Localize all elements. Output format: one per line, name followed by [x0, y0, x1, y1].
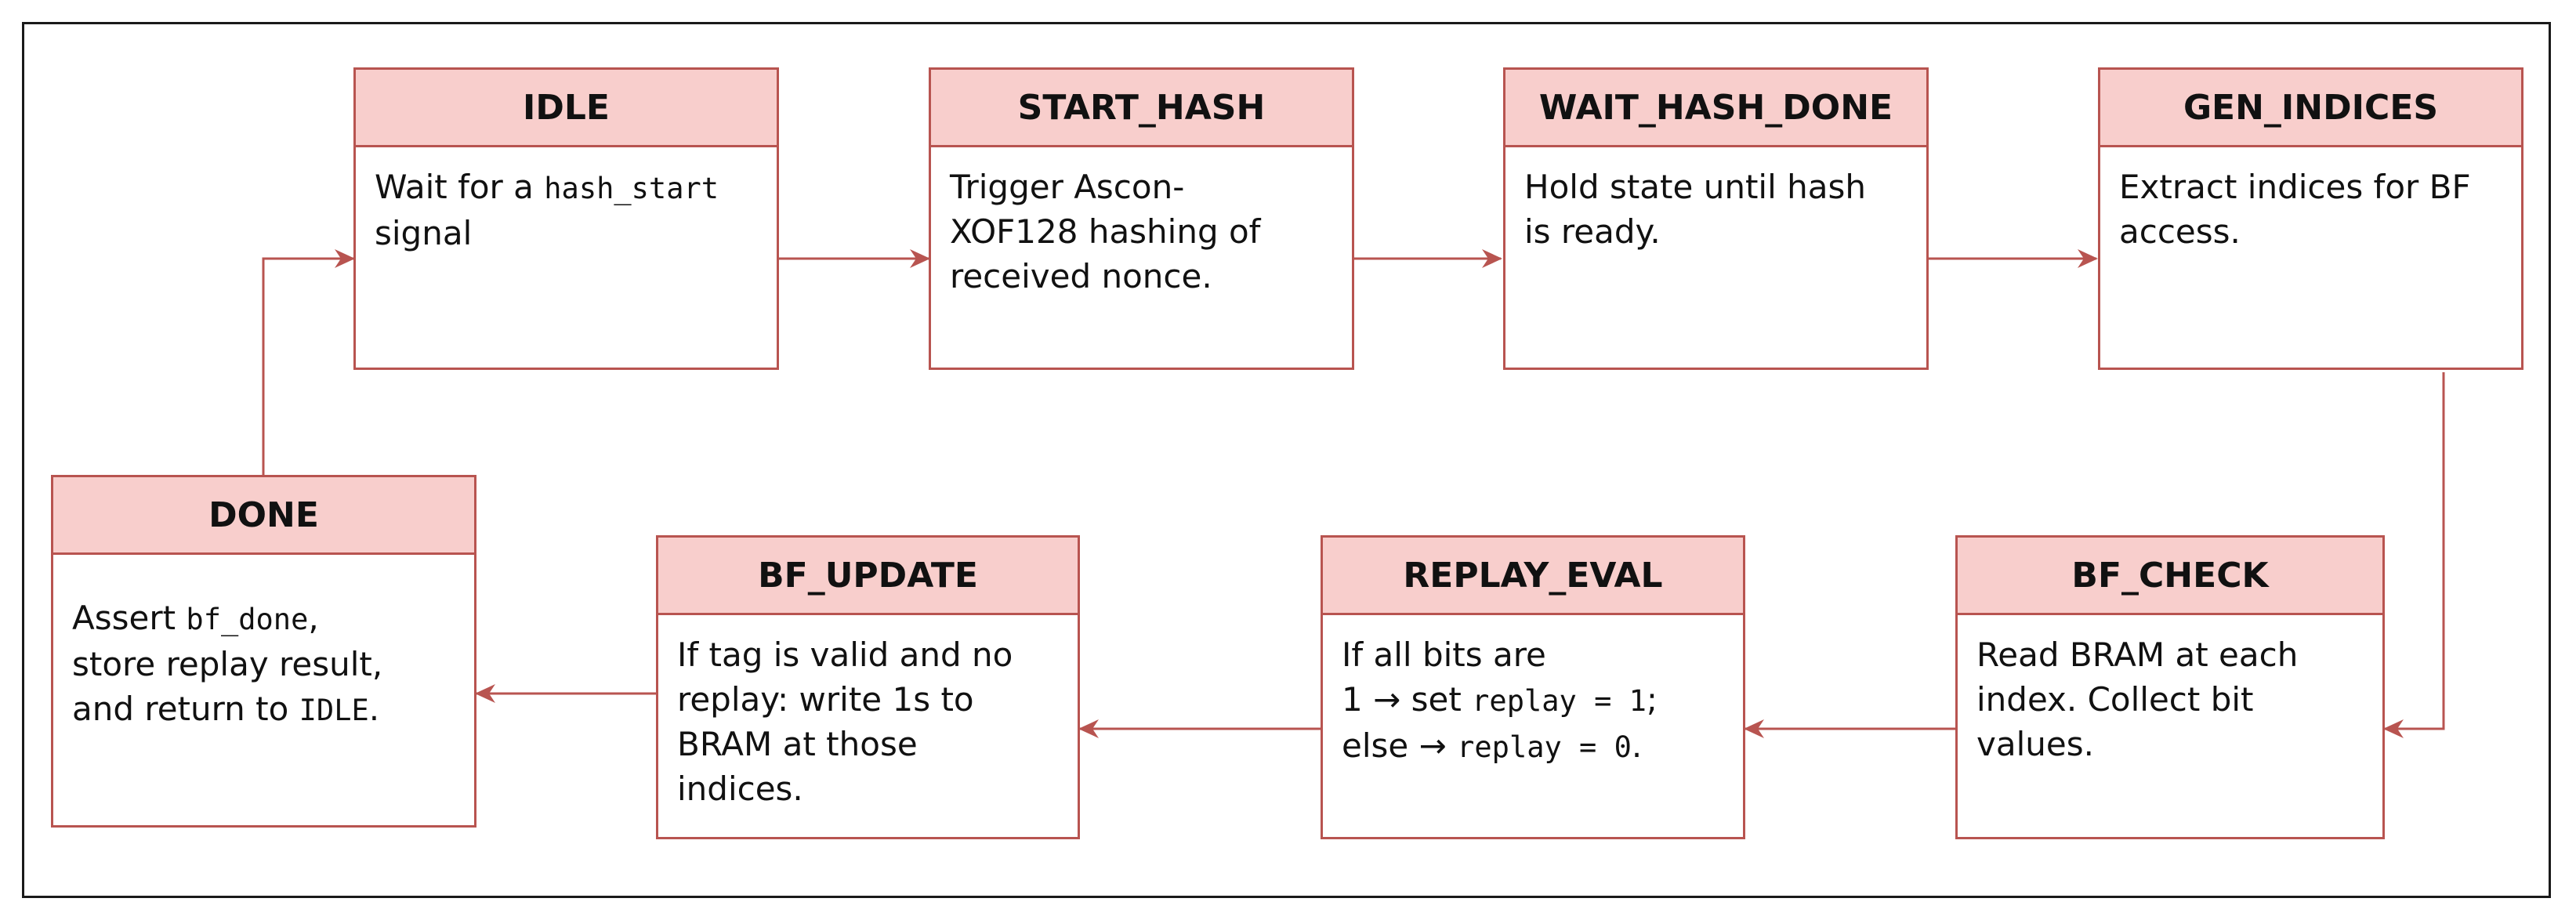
- text-run: replay: write 1s to: [677, 680, 974, 719]
- text-run: is ready.: [1524, 212, 1661, 251]
- text-run: If tag is valid and no: [677, 636, 1013, 674]
- state-gen-indices-description: Extract indices for BF access.: [2100, 147, 2521, 271]
- state-start-hash-title: START_HASH: [931, 70, 1352, 147]
- text-run: access.: [2119, 212, 2241, 251]
- code-term: bf_done: [186, 603, 309, 636]
- state-wait-hash-done: WAIT_HASH_DONE Hold state until hash is r…: [1503, 67, 1929, 370]
- text-run: signal: [375, 214, 473, 252]
- text-run: Read BRAM at each: [1976, 636, 2299, 674]
- code-term: replay = 1: [1472, 684, 1647, 718]
- state-bf-check: BF_CHECK Read BRAM at each index. Collect…: [1955, 535, 2385, 839]
- state-gen-indices: GEN_INDICES Extract indices for BF access…: [2098, 67, 2523, 370]
- state-gen-indices-title: GEN_INDICES: [2100, 70, 2521, 147]
- state-wait-hash-done-description: Hold state until hash is ready.: [1505, 147, 1926, 271]
- text-run: .: [1631, 726, 1643, 765]
- text-run: Trigger Ascon-: [950, 168, 1185, 206]
- state-start-hash-description: Trigger Ascon- XOF128 hashing of received …: [931, 147, 1352, 316]
- state-replay-eval-description: If all bits are 1 → set replay = 1; else →…: [1323, 615, 1743, 787]
- text-run: Wait for a: [375, 168, 545, 206]
- state-replay-eval-title: REPLAY_EVAL: [1323, 538, 1743, 615]
- text-run: else →: [1342, 726, 1458, 765]
- text-run: store replay result,: [72, 645, 383, 683]
- state-idle-title: IDLE: [356, 70, 777, 147]
- state-bf-check-title: BF_CHECK: [1958, 538, 2382, 615]
- text-run: Assert: [72, 599, 187, 637]
- code-term: replay = 0: [1457, 730, 1632, 764]
- text-run: values.: [1976, 725, 2094, 763]
- text-run: If all bits are: [1342, 636, 1546, 674]
- text-run: Hold state until hash: [1524, 168, 1866, 206]
- arrow-gen-indices-to-bf-check: [2383, 372, 2445, 738]
- arrow-done-to-idle: [262, 249, 355, 475]
- state-wait-hash-done-title: WAIT_HASH_DONE: [1505, 70, 1926, 147]
- state-bf-update-title: BF_UPDATE: [658, 538, 1078, 615]
- diagram-frame: [22, 22, 2551, 898]
- state-done-title: DONE: [53, 477, 474, 555]
- code-term: hash_start: [544, 172, 719, 205]
- text-run: and return to: [72, 690, 299, 728]
- state-bf-update: BF_UPDATE If tag is valid and no replay: …: [656, 535, 1080, 839]
- state-replay-eval: REPLAY_EVAL If all bits are 1 → set repla…: [1321, 535, 1745, 839]
- text-run: received nonce.: [950, 257, 1212, 295]
- state-done-description: Assert bf_done, store replay result, and r…: [53, 555, 474, 750]
- text-run: indices.: [677, 770, 803, 808]
- state-bf-check-description: Read BRAM at each index. Collect bit value…: [1958, 615, 2382, 784]
- text-run: Extract indices for BF: [2119, 168, 2471, 206]
- text-run: .: [368, 690, 380, 728]
- code-term: IDLE: [299, 694, 369, 727]
- state-done: DONE Assert bf_done, store replay result,…: [51, 475, 476, 828]
- text-run: ;: [1646, 680, 1658, 719]
- text-run: XOF128 hashing of: [950, 212, 1261, 251]
- text-run: index. Collect bit: [1976, 680, 2254, 719]
- state-start-hash: START_HASH Trigger Ascon- XOF128 hashing …: [929, 67, 1354, 370]
- text-run: ,: [308, 599, 319, 637]
- text-run: BRAM at those: [677, 725, 918, 763]
- text-run: 1 → set: [1342, 680, 1473, 719]
- state-bf-update-description: If tag is valid and no replay: write 1s t…: [658, 615, 1078, 828]
